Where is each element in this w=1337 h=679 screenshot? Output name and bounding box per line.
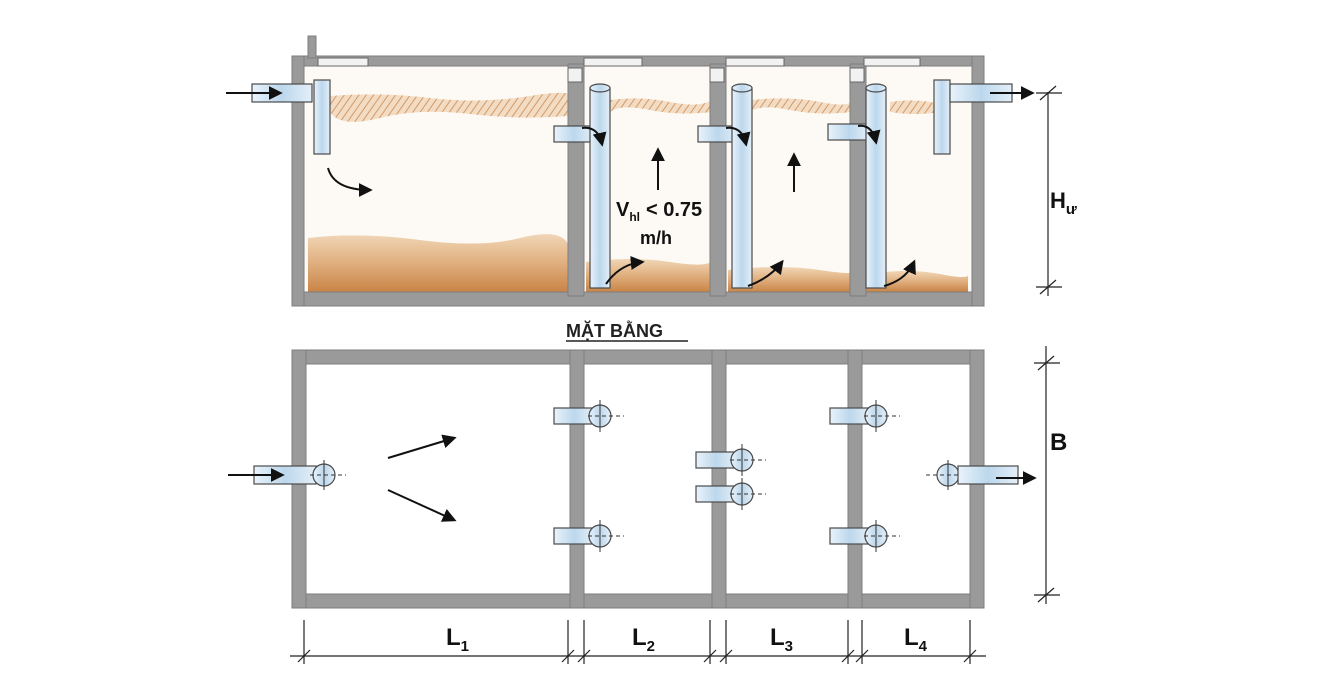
manhole-covers [317, 57, 921, 83]
upflow-arrow-4 [883, 259, 916, 287]
overflow-arrow-3 [725, 126, 751, 147]
plan-view: B [228, 346, 1067, 609]
velocity-subscript: hl [629, 210, 640, 224]
plan-title: MẶT BẰNG [566, 320, 663, 341]
overflow-arrow-4 [857, 124, 881, 145]
length-dimension-line [290, 620, 986, 664]
scum-layer-3 [750, 98, 852, 114]
length-2-subscript: 2 [647, 638, 655, 655]
plan-flow-arrow-down [387, 489, 457, 522]
plan-walls [291, 349, 985, 609]
length-1-symbol: L [446, 624, 461, 651]
length-1-subscript: 1 [461, 638, 469, 655]
height-label: Hư [1050, 188, 1077, 218]
velocity-condition: < 0.75 [646, 199, 702, 221]
velocity-unit: m/h [640, 228, 672, 248]
overflow-arrow-2 [581, 126, 607, 147]
length-label-4: L4 [904, 624, 928, 655]
inlet-pipe [251, 79, 331, 155]
width-label: B [1050, 429, 1067, 456]
height-subscript: ư [1066, 201, 1077, 218]
length-3-subscript: 3 [785, 638, 793, 655]
length-label-3: L3 [770, 624, 793, 655]
sludge-layer-1 [308, 234, 568, 292]
length-label-2: L2 [632, 624, 655, 655]
length-4-subscript: 4 [919, 638, 928, 655]
scum-layer-2 [610, 98, 712, 114]
sludge-layer-2 [586, 259, 712, 292]
length-3-symbol: L [770, 624, 785, 651]
sludge-layer-4 [866, 271, 969, 292]
sludge-layer-3 [728, 267, 854, 292]
length-4-symbol: L [904, 624, 919, 651]
height-dimension [1036, 85, 1062, 296]
height-symbol: H [1050, 188, 1066, 213]
length-label-1: L1 [446, 624, 469, 655]
flow-down-arrow [327, 167, 373, 197]
section-view: Vhl < 0.75 m/h Hư [226, 35, 1077, 307]
outlet-pipe [933, 79, 1013, 155]
plan-flow-arrow-up [387, 434, 457, 459]
velocity-symbol: V [616, 199, 630, 221]
upflow-arrow-2 [605, 256, 645, 285]
upflow-arrow-3 [747, 259, 784, 287]
plan-interior [304, 362, 972, 598]
width-dimension [1034, 346, 1060, 604]
scum-layer-4 [890, 100, 940, 114]
length-2-symbol: L [632, 624, 647, 651]
velocity-label: Vhl < 0.75 [616, 199, 702, 224]
plan-pipe-crosshairs [310, 400, 960, 552]
scum-layer-1 [330, 92, 571, 122]
